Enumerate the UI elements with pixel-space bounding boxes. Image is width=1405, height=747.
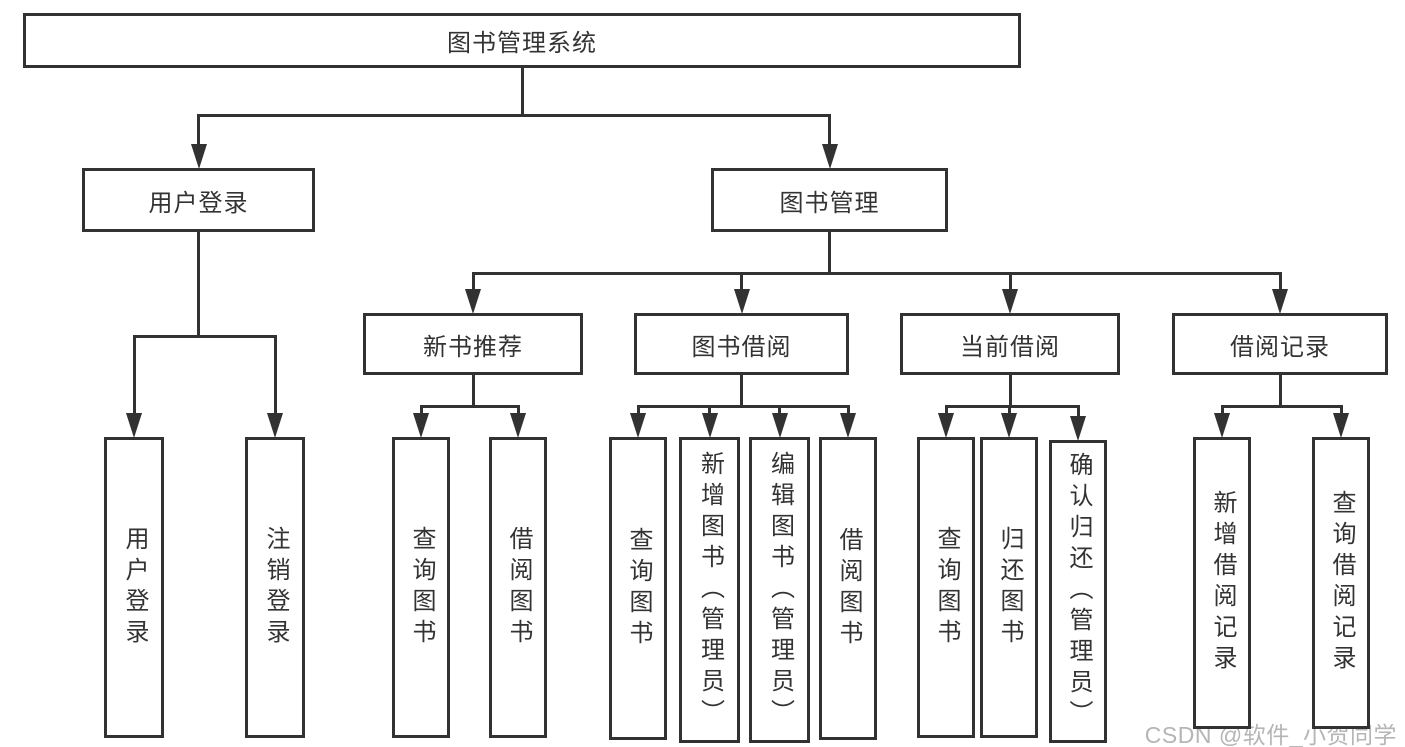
node-br-query-record: 查询借阅记录 [1312,437,1370,729]
connector-line [419,405,423,416]
connector-line [132,335,277,338]
connector-line [944,405,1080,408]
connector-line [197,114,831,117]
node-root: 图书管理系统 [23,13,1021,68]
connector-line [708,405,711,416]
connector-line [1007,405,1011,416]
node-nb-query-books: 查询图书 [392,437,450,738]
node-user-login: 用户登录 [82,168,315,232]
connector-line [471,272,475,292]
connector-line [520,68,524,117]
node-bb-query-books: 查询图书 [609,437,667,740]
connector-line [636,405,640,416]
connector-line [1008,375,1012,408]
connector-line [1008,272,1012,292]
arrow-down-icon [771,413,788,438]
connector-line [828,232,831,275]
connector-line [471,272,1282,275]
connector-line [846,405,850,416]
node-user-login-leaf: 用户登录 [104,437,164,738]
arrow-down-icon [938,413,954,438]
node-cb-confirm-return-admin: 确认归还（管理员） [1049,440,1107,743]
connector-line [1076,405,1080,419]
node-logout-leaf: 注销登录 [245,437,305,738]
connector-line [197,114,200,147]
connector-line [740,272,743,292]
arrow-down-icon [1272,289,1288,314]
arrow-down-icon [1002,289,1018,314]
arrow-down-icon [1070,416,1086,441]
arrow-down-icon [510,413,526,438]
connector-line [471,375,475,408]
connector-line [516,405,520,416]
connector-line [1278,272,1282,292]
arrow-down-icon [126,413,142,438]
connector-line [132,335,136,416]
arrow-down-icon [267,413,283,438]
arrow-down-icon [465,289,481,314]
node-book-borrow: 图书借阅 [634,313,849,375]
node-bb-add-books-admin: 新增图书（管理员） [679,437,740,743]
connector-line [778,405,781,416]
arrow-down-icon [190,144,207,169]
connector-line [1220,405,1224,416]
node-bb-borrow-books: 借阅图书 [819,437,877,740]
arrow-down-icon [630,413,646,438]
connector-line [419,405,520,408]
node-borrow-records: 借阅记录 [1172,313,1388,375]
arrow-down-icon [413,413,429,438]
node-new-book-rec: 新书推荐 [363,313,583,375]
connector-line [740,375,743,408]
connector-line [273,335,277,416]
node-current-borrow: 当前借阅 [900,313,1120,375]
arrow-down-icon [733,289,750,314]
connector-line [1339,405,1343,416]
arrow-down-icon [1333,413,1349,438]
node-book-mgmt: 图书管理 [711,168,948,232]
node-bb-edit-books-admin: 编辑图书（管理员） [749,437,810,743]
arrow-down-icon [701,413,718,438]
node-br-add-record: 新增借阅记录 [1193,437,1251,729]
arrow-down-icon [1214,413,1230,438]
arrow-down-icon [821,144,838,169]
connector-line [197,232,200,338]
connector-line [636,405,850,408]
arrow-down-icon [1001,413,1017,438]
connector-line [1278,375,1282,408]
node-cb-query-books: 查询图书 [917,437,975,738]
connector-line [828,114,831,147]
connector-line [944,405,948,416]
node-cb-return-books: 归还图书 [980,437,1038,738]
node-nb-borrow-books: 借阅图书 [489,437,547,738]
arrow-down-icon [840,413,856,438]
connector-line [1220,405,1343,408]
